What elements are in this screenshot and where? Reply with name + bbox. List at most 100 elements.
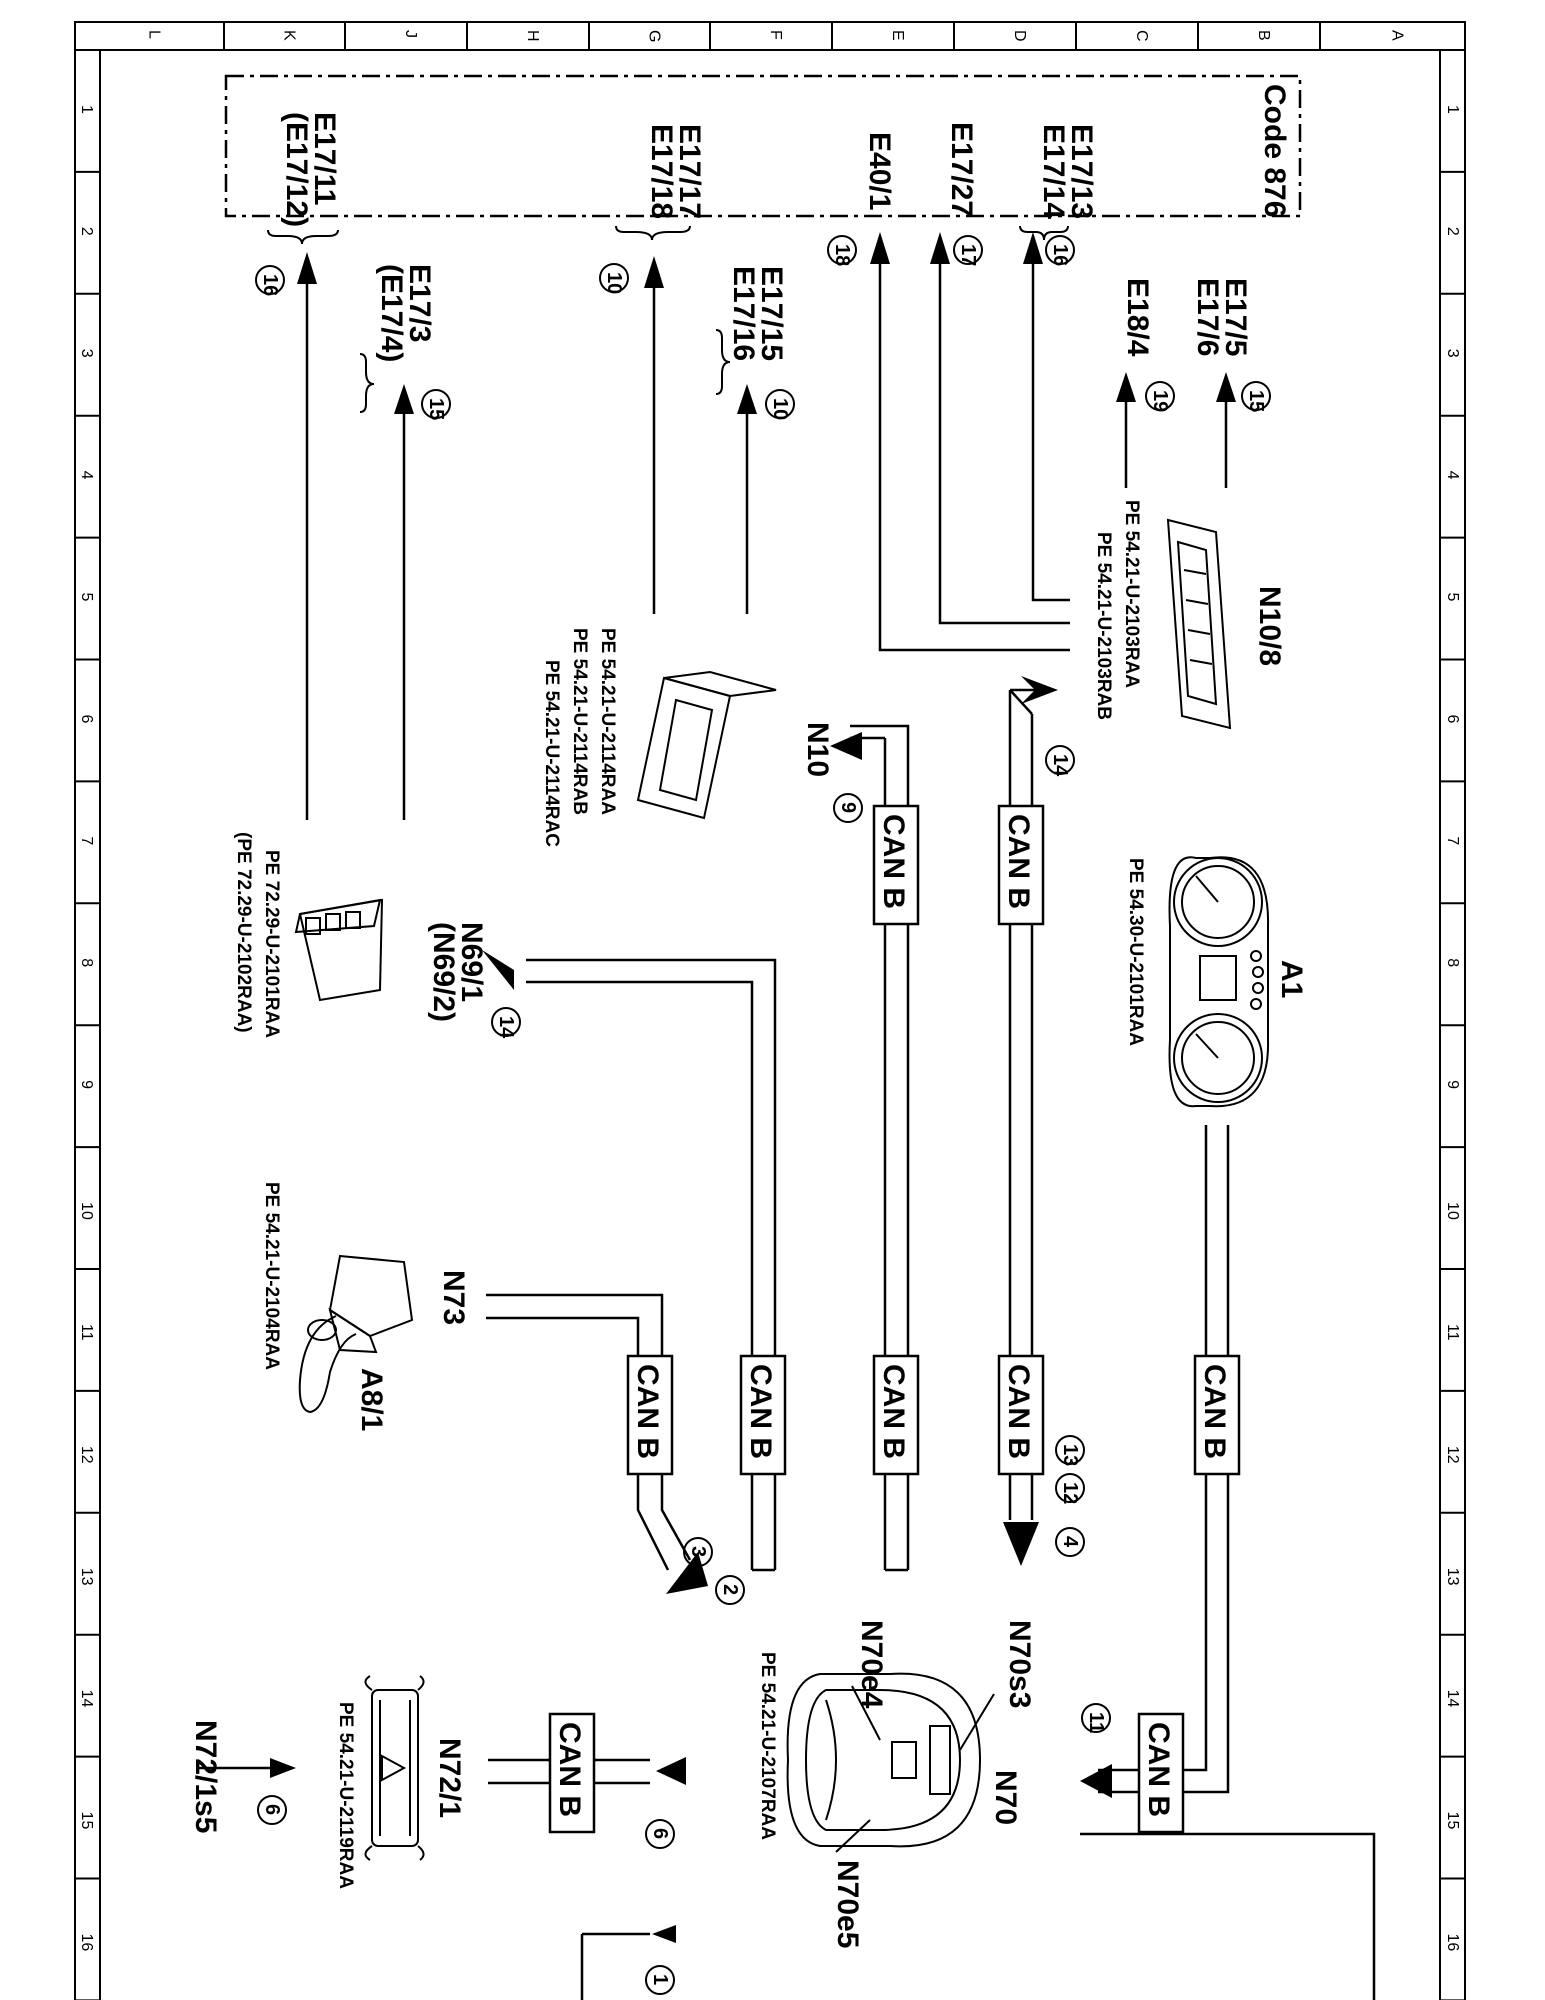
grid-col-label: J [402, 30, 419, 38]
can-b-label: CAN B [1193, 1354, 1241, 1476]
grid-row-label-right: 7 [1444, 836, 1461, 845]
grid-row-label-right: 4 [1444, 471, 1461, 480]
svg-text:4: 4 [1059, 1536, 1081, 1548]
n10-component [636, 670, 777, 820]
n73-label: N73 [437, 1270, 470, 1325]
grid-row-label-right: 11 [1444, 1324, 1461, 1341]
n69-label: N69/1 (N69/2) [427, 922, 488, 1022]
can-bus-arrowheads [270, 676, 1112, 1943]
grid-row-label-left: 1 [78, 105, 95, 114]
circled-number: 14 [1045, 745, 1075, 777]
circled-number: 11 [1081, 1703, 1111, 1733]
n69-ref-2: (PE 72.29-U-2102RAA) [233, 832, 254, 1033]
n70-part-e5: N70e5 [831, 1860, 864, 1948]
n72-1s5-label: N72/1s5 [189, 1720, 222, 1833]
grid-col-label: G [646, 30, 663, 42]
svg-text:14: 14 [495, 1016, 517, 1039]
circled-number: 2 [715, 1575, 745, 1605]
grid-row-label-left: 13 [78, 1568, 95, 1586]
grid-row-label-right: 2 [1444, 227, 1461, 236]
grid-row-label-right: 6 [1444, 714, 1461, 723]
svg-text:CAN B: CAN B [1142, 1722, 1175, 1817]
svg-text:16: 16 [259, 274, 281, 296]
n70-part-leaders [835, 1685, 995, 1853]
circled-number: 12 [1055, 1473, 1085, 1504]
a1-component [1168, 856, 1270, 1108]
sheet-frame [74, 21, 1466, 2000]
n10-8-label: N10/8 [1253, 586, 1286, 666]
can-b-label: CAN B [872, 804, 920, 926]
code-group-e17-13: E17/13 E17/14 [1037, 124, 1098, 219]
n72-1-label: N72/1 [433, 1738, 466, 1818]
svg-text:CAN B: CAN B [877, 1364, 910, 1459]
can-b-label: CAN B [1137, 1712, 1185, 1834]
svg-text:11: 11 [1085, 1712, 1107, 1733]
grid-row-label-left: 16 [78, 1933, 95, 1951]
n10-ref-1: PE 54.21-U-2114RAA [597, 628, 618, 815]
grid-row-label-right: 15 [1444, 1812, 1461, 1830]
can-b-label: CAN B [872, 1354, 920, 1476]
svg-text:CAN B: CAN B [877, 814, 910, 909]
circled-number: 16 [255, 265, 285, 296]
svg-text:12: 12 [1059, 1482, 1081, 1504]
a1-ref: PE 54.30-U-2101RAA [1125, 858, 1146, 1046]
can-b-label: CAN B [997, 804, 1045, 926]
grid-row-label-left: 10 [78, 1202, 95, 1220]
grid-row-label-right: 12 [1444, 1446, 1461, 1464]
grid-col-label: C [1133, 30, 1150, 42]
n10-wires [652, 286, 749, 614]
circled-number: 9 [833, 793, 863, 823]
n10-8-component [1166, 518, 1232, 730]
svg-text:13: 13 [1059, 1444, 1081, 1466]
n10-8-arrowheads [870, 232, 1043, 264]
circled-number: 19 [1145, 381, 1175, 412]
n10-8-wires [878, 262, 1070, 652]
grid-col-label: H [524, 30, 541, 42]
n69-arrowheads [297, 252, 414, 414]
grid-row-label-left: 4 [78, 471, 95, 480]
code-group-e17-27: E17/27 [945, 122, 978, 217]
svg-text:2: 2 [719, 1584, 741, 1595]
svg-text:E17/16: E17/16 [727, 266, 760, 361]
n69-component [294, 898, 384, 1002]
svg-text:(E17/4): (E17/4) [375, 264, 408, 362]
grid-row-label-right: 8 [1444, 958, 1461, 967]
svg-text:(N69/2): (N69/2) [427, 922, 460, 1022]
grid-col-label: K [281, 30, 298, 41]
can-b-label: CAN B [739, 1354, 787, 1476]
svg-text:CAN B: CAN B [744, 1364, 777, 1459]
grid-row-label-left: 8 [78, 958, 95, 967]
n70-part-s3: N70s3 [1003, 1620, 1036, 1708]
top-right-arrows [1124, 400, 1228, 488]
svg-text:CAN B: CAN B [1002, 814, 1035, 909]
grid-row-label-left: 15 [78, 1812, 95, 1830]
svg-text:1: 1 [649, 1974, 671, 1985]
circled-number: 15 [421, 389, 451, 420]
code-group-e17-11: E17/11 (E17/12) [280, 112, 341, 227]
top-right-arrowheads [1116, 372, 1236, 402]
grid-row-label-left: 3 [78, 349, 95, 358]
circled-number: 15 [1241, 381, 1271, 412]
circled-number: 10 [599, 263, 629, 294]
svg-text:10: 10 [603, 272, 625, 294]
grid-row-label-left: 14 [78, 1690, 95, 1708]
svg-text:6: 6 [261, 1804, 283, 1815]
grid-row-label-left: 5 [78, 593, 95, 602]
n69-ref-1: PE 72.29-U-2101RAA [261, 850, 282, 1038]
n72-1-component [364, 1675, 425, 1861]
svg-text:E17/3: E17/3 [403, 264, 436, 342]
svg-text:E17/15: E17/15 [755, 266, 788, 361]
grid-row-label-left: 12 [78, 1446, 95, 1464]
n73-component [298, 1254, 414, 1414]
can-b-label: CAN B [548, 1712, 596, 1834]
svg-text:CAN B: CAN B [631, 1364, 664, 1459]
circled-number: 6 [645, 1819, 675, 1849]
svg-text:16: 16 [1049, 244, 1071, 266]
grid-row-label-right: 16 [1444, 1933, 1461, 1951]
n10-ref-3: PE 54.21-U-2114RAC [541, 660, 562, 847]
can-labels: CAN B CAN B CAN B CAN B CAN B CAN B CAN B CAN B… [548, 804, 1241, 1834]
grid-row-label-left: 11 [78, 1324, 95, 1341]
